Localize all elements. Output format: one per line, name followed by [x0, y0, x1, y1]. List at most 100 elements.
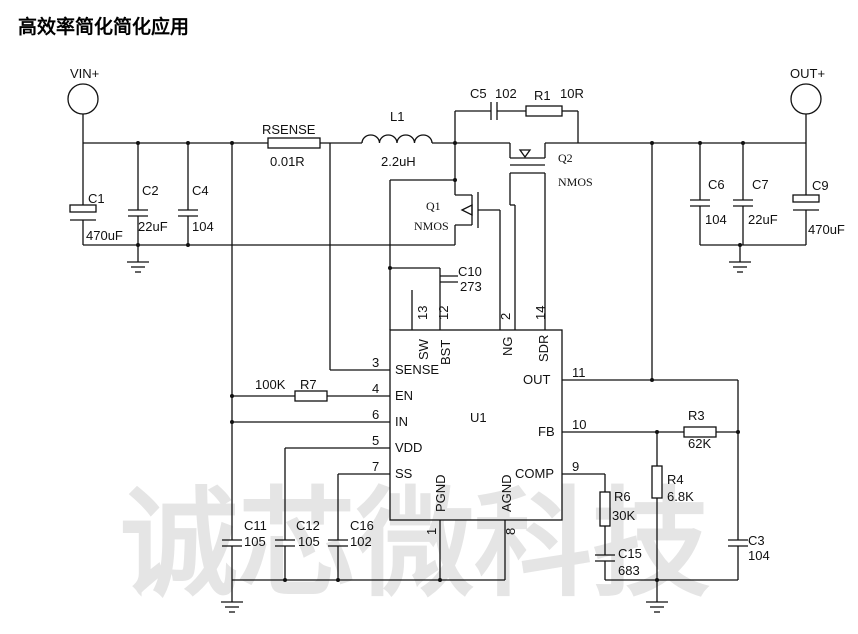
- svg-text:C12: C12: [296, 518, 320, 533]
- svg-text:104: 104: [748, 548, 770, 563]
- rsense-resistor: RSENSE 0.01R: [262, 122, 331, 370]
- svg-text:PGND: PGND: [433, 474, 448, 512]
- mosfet-q1: Q1 NMOS: [414, 143, 501, 330]
- svg-text:R1: R1: [534, 88, 551, 103]
- svg-text:683: 683: [618, 563, 640, 578]
- svg-text:R3: R3: [688, 408, 705, 423]
- svg-text:C6: C6: [708, 177, 725, 192]
- svg-text:COMP: COMP: [515, 466, 554, 481]
- mosfet-q2: Q2 NMOS: [509, 143, 593, 330]
- svg-text:C7: C7: [752, 177, 769, 192]
- svg-text:22uF: 22uF: [138, 219, 168, 234]
- svg-text:102: 102: [495, 86, 517, 101]
- svg-text:C4: C4: [192, 183, 209, 198]
- svg-text:C9: C9: [812, 178, 829, 193]
- svg-text:30K: 30K: [612, 508, 635, 523]
- svg-text:C16: C16: [350, 518, 374, 533]
- capacitor-c15: C15 683: [595, 546, 642, 580]
- svg-text:100K: 100K: [255, 377, 286, 392]
- svg-text:SENSE: SENSE: [395, 362, 439, 377]
- vin-terminal: VIN+: [67, 66, 99, 143]
- svg-text:10: 10: [572, 417, 586, 432]
- svg-text:13: 13: [415, 306, 430, 320]
- svg-text:102: 102: [350, 534, 372, 549]
- svg-text:22uF: 22uF: [748, 212, 778, 227]
- svg-text:1: 1: [424, 528, 439, 535]
- svg-text:7: 7: [372, 459, 379, 474]
- svg-text:105: 105: [298, 534, 320, 549]
- svg-text:105: 105: [244, 534, 266, 549]
- watermark: 诚芯微科技: [120, 475, 710, 613]
- svg-text:C1: C1: [88, 191, 105, 206]
- svg-text:273: 273: [460, 279, 482, 294]
- svg-text:OUT+: OUT+: [790, 66, 825, 81]
- svg-text:8: 8: [503, 528, 518, 535]
- svg-text:IN: IN: [395, 414, 408, 429]
- bottom-ground-rail-right: [605, 579, 738, 613]
- svg-text:Q2: Q2: [558, 151, 573, 165]
- svg-text:EN: EN: [395, 388, 413, 403]
- capacitor-c7: C7 22uF: [733, 143, 778, 245]
- svg-text:SDR: SDR: [536, 335, 551, 362]
- svg-text:SS: SS: [395, 466, 413, 481]
- resistor-r3: R3 62K: [683, 408, 738, 451]
- svg-text:U1: U1: [470, 410, 487, 425]
- capacitor-c1: C1 470uF: [69, 143, 123, 245]
- capacitor-c16: C16 102: [328, 474, 374, 580]
- svg-text:6: 6: [372, 407, 379, 422]
- svg-text:2: 2: [498, 313, 513, 320]
- svg-text:L1: L1: [390, 109, 404, 124]
- svg-text:C10: C10: [458, 264, 482, 279]
- capacitor-c2: C2 22uF: [128, 143, 168, 245]
- svg-text:BST: BST: [438, 340, 453, 365]
- svg-text:VDD: VDD: [395, 440, 422, 455]
- snubber-c5-r1: C5 102 R1 10R: [454, 86, 584, 143]
- svg-text:NMOS: NMOS: [414, 219, 449, 233]
- junction-dots: [136, 141, 745, 582]
- svg-text:R4: R4: [667, 472, 684, 487]
- svg-text:RSENSE: RSENSE: [262, 122, 316, 137]
- svg-text:11: 11: [572, 365, 586, 380]
- svg-text:SW: SW: [416, 338, 431, 360]
- svg-text:C2: C2: [142, 183, 159, 198]
- bottom-ground-rail-left: [221, 579, 505, 613]
- output-ground-rail: [700, 244, 806, 273]
- capacitor-c6: C6 104: [690, 143, 727, 245]
- resistor-r7: 100K R7: [255, 377, 328, 402]
- svg-text:9: 9: [572, 459, 579, 474]
- bootstrap-c10: C10 273: [389, 179, 482, 330]
- svg-text:470uF: 470uF: [86, 228, 123, 243]
- page-title: 高效率简化简化应用: [18, 16, 190, 38]
- svg-text:Q1: Q1: [426, 199, 441, 213]
- svg-text:5: 5: [372, 433, 379, 448]
- svg-text:C3: C3: [748, 533, 765, 548]
- svg-text:OUT: OUT: [523, 372, 551, 387]
- svg-text:FB: FB: [538, 424, 555, 439]
- svg-text:AGND: AGND: [499, 474, 514, 512]
- svg-text:0.01R: 0.01R: [270, 154, 305, 169]
- svg-text:R6: R6: [614, 489, 631, 504]
- svg-text:3: 3: [372, 355, 379, 370]
- svg-text:4: 4: [372, 381, 379, 396]
- svg-text:2.2uH: 2.2uH: [381, 154, 416, 169]
- input-ground-rail: [83, 244, 455, 273]
- svg-text:VIN+: VIN+: [70, 66, 99, 81]
- resistor-r4: R4 6.8K: [651, 432, 694, 580]
- svg-text:62K: 62K: [688, 436, 711, 451]
- svg-text:NG: NG: [500, 337, 515, 357]
- svg-text:C5: C5: [470, 86, 487, 101]
- capacitor-c12: C12 105: [275, 448, 320, 580]
- svg-text:14: 14: [533, 306, 548, 320]
- svg-text:104: 104: [705, 212, 727, 227]
- vout-terminal: OUT+: [790, 66, 825, 143]
- ic-u1: U1 13 SW 12 BST 2 NG 14 SDR 3 SENSE 4 EN…: [230, 290, 738, 580]
- capacitor-c3: C3 104: [728, 533, 770, 580]
- inductor-l1: L1 2.2uH: [361, 109, 433, 169]
- svg-text:470uF: 470uF: [808, 222, 845, 237]
- capacitor-c11: C11 105: [222, 518, 267, 580]
- svg-text:12: 12: [436, 306, 451, 320]
- svg-text:C15: C15: [618, 546, 642, 561]
- svg-text:C11: C11: [244, 518, 267, 533]
- capacitor-c4: C4 104: [178, 143, 214, 245]
